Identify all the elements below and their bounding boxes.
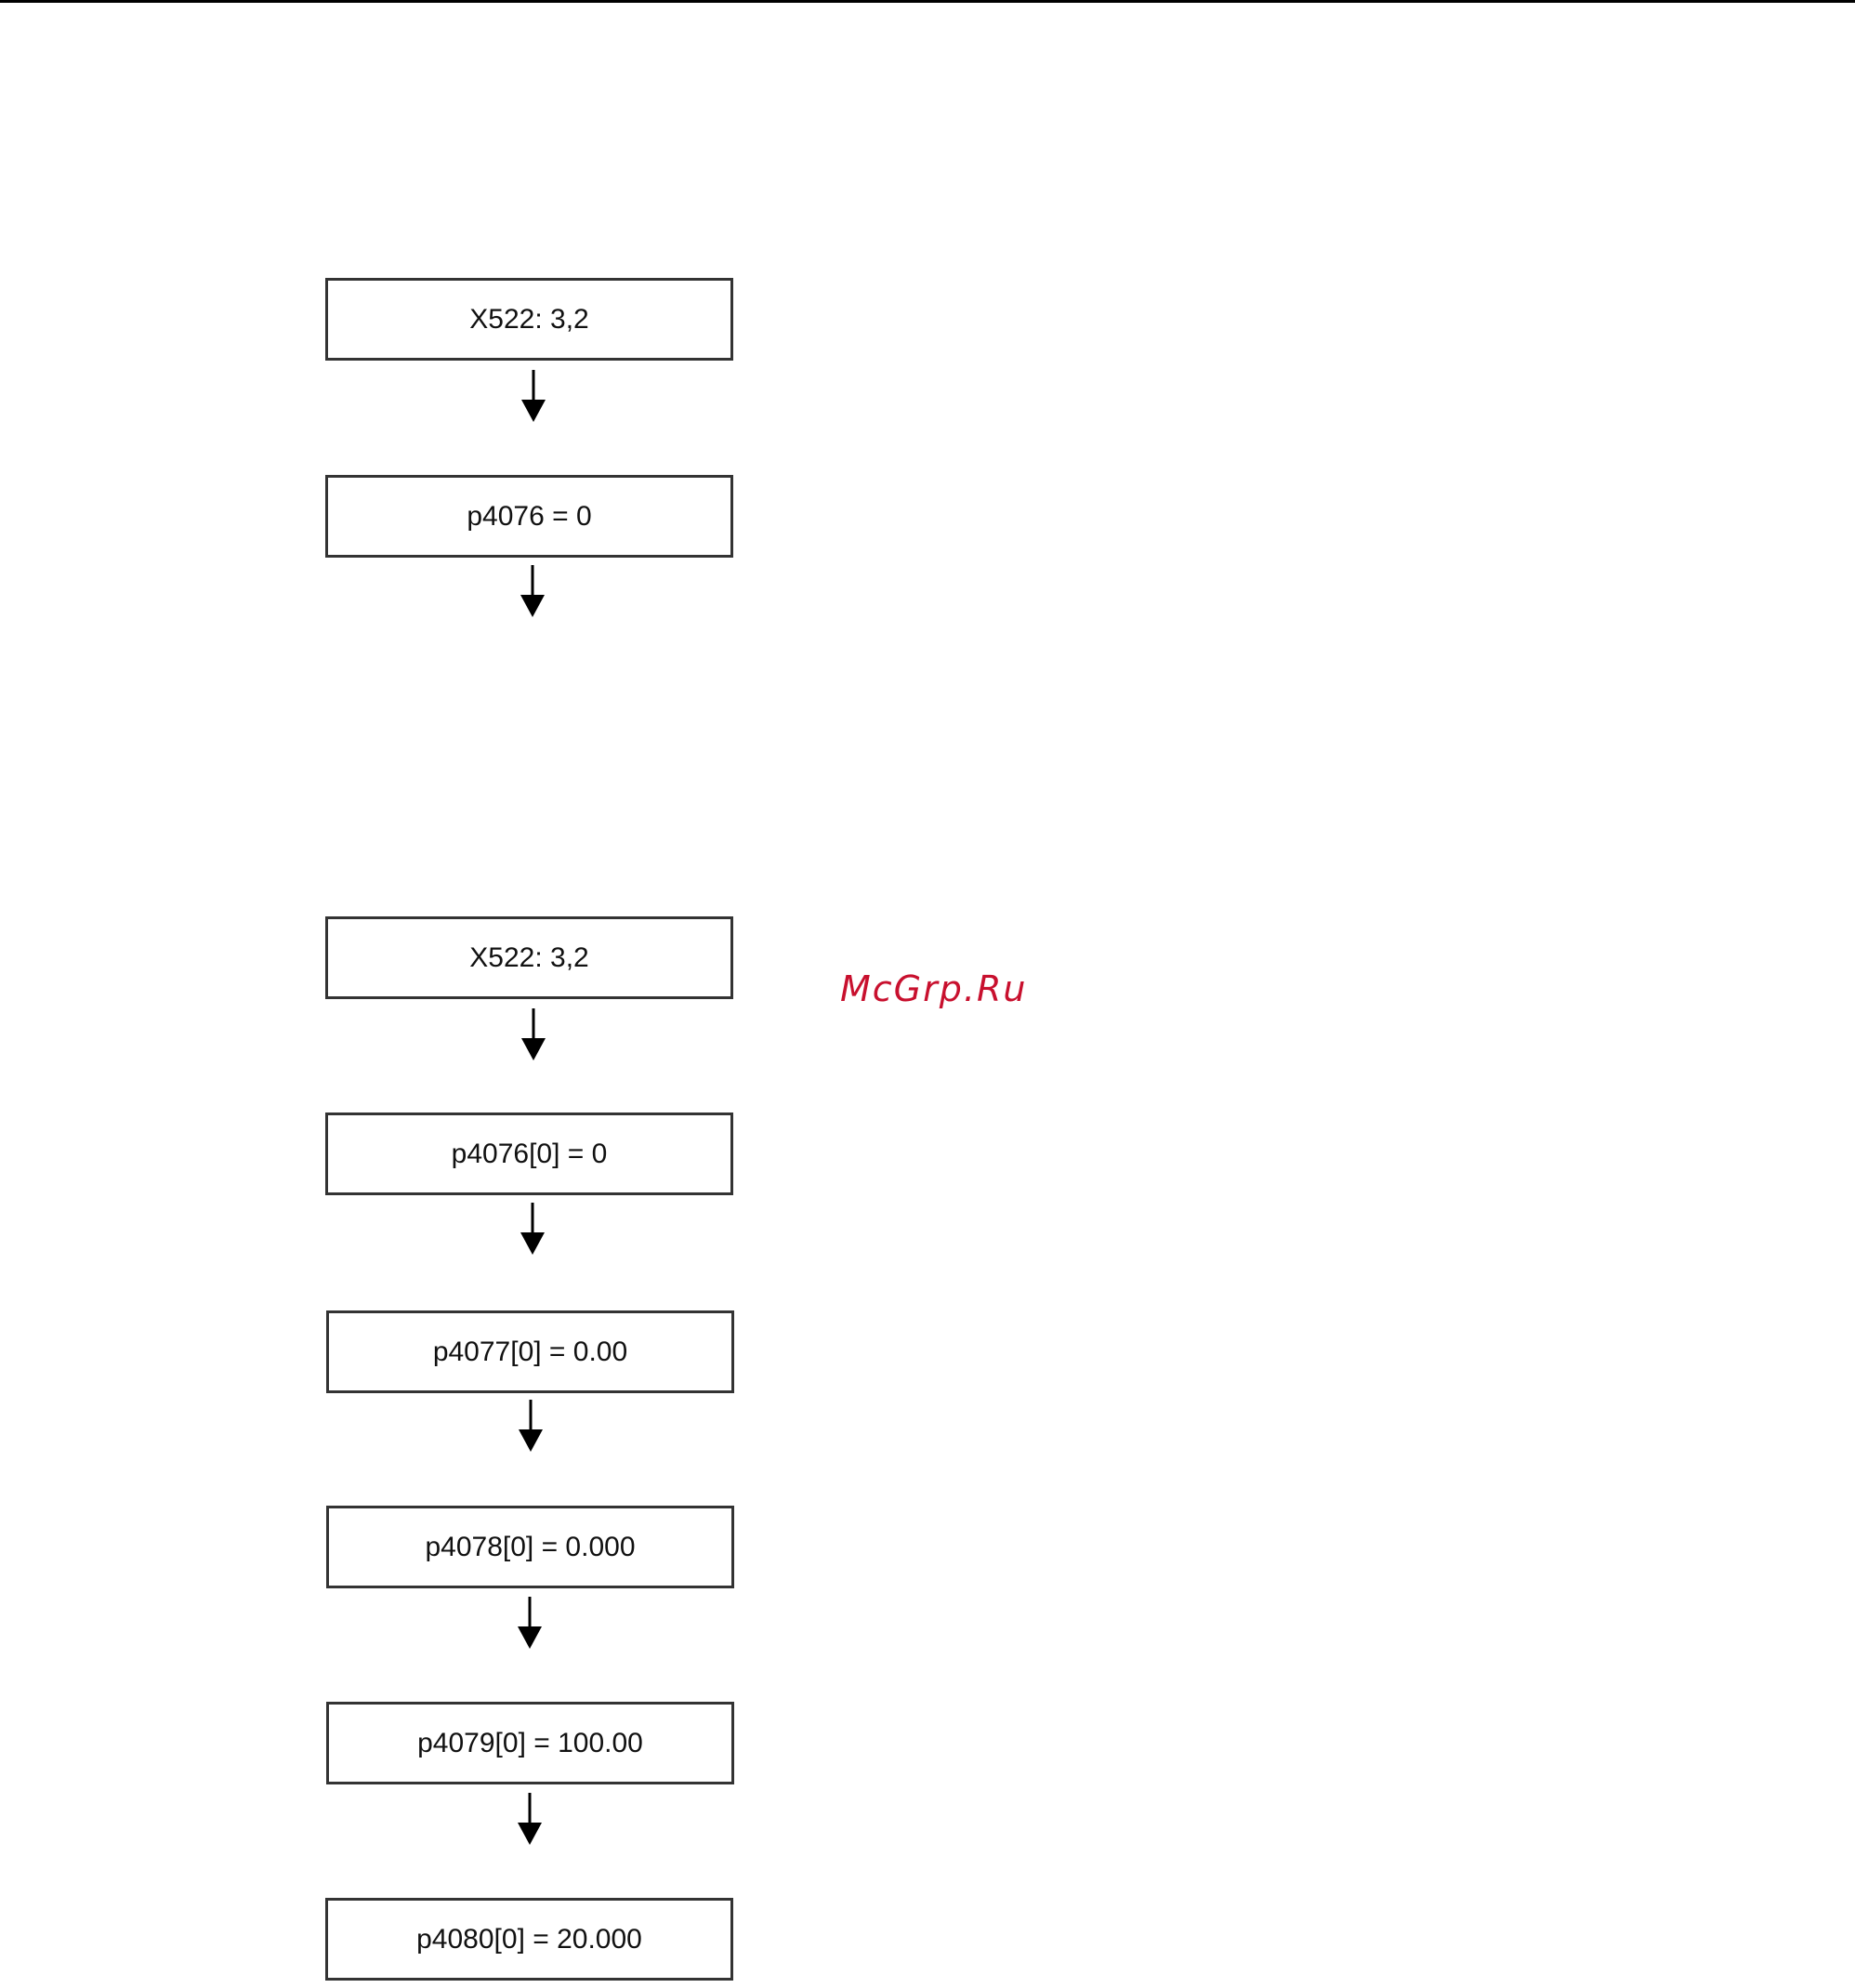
flow-step-label: p4078[0] = 0.000	[425, 1532, 635, 1563]
flow-step-label: X522: 3,2	[469, 304, 588, 336]
flow-step-label: X522: 3,2	[469, 942, 588, 974]
flow-step-box: p4079[0] = 100.00	[326, 1702, 734, 1784]
down-arrow-icon	[517, 1400, 545, 1455]
flow-step-box: p4078[0] = 0.000	[326, 1506, 734, 1588]
down-arrow-icon	[520, 1008, 547, 1064]
flow-step-box: p4076[0] = 0	[325, 1112, 733, 1195]
down-arrow-icon	[520, 370, 547, 426]
flow-step-box: p4080[0] = 20.000	[325, 1898, 733, 1981]
flow-step-label: p4079[0] = 100.00	[417, 1728, 643, 1759]
flow-step-label: p4077[0] = 0.00	[433, 1336, 627, 1368]
flow-step-box: X522: 3,2	[325, 916, 733, 999]
flow-step-label: p4076[0] = 0	[452, 1139, 608, 1170]
down-arrow-icon	[516, 1597, 544, 1652]
flow-step-label: p4080[0] = 20.000	[416, 1924, 642, 1955]
down-arrow-icon	[516, 1793, 544, 1849]
watermark-text: McGrp.Ru	[840, 968, 1027, 1009]
flow-step-box: p4076 = 0	[325, 475, 733, 558]
down-arrow-icon	[519, 565, 546, 621]
flow-step-label: p4076 = 0	[467, 501, 591, 533]
top-rule	[0, 0, 1855, 3]
flow-step-box: X522: 3,2	[325, 278, 733, 361]
flow-step-box: p4077[0] = 0.00	[326, 1310, 734, 1393]
down-arrow-icon	[519, 1203, 546, 1258]
